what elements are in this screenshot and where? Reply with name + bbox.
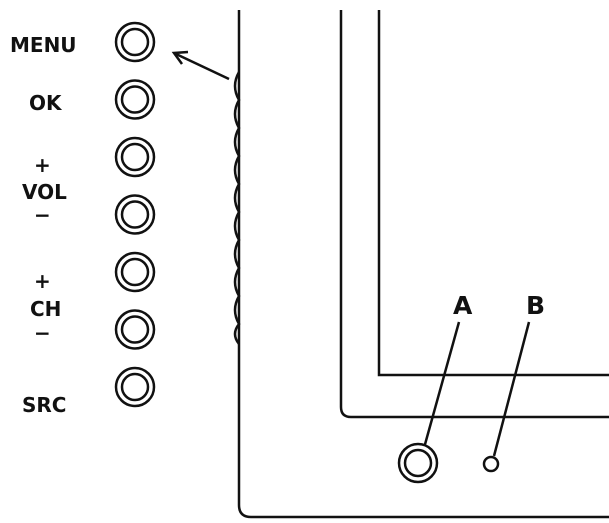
ok-button-inner-ring xyxy=(120,85,150,114)
tv-middle-bezel xyxy=(339,10,609,419)
menu-button[interactable] xyxy=(114,21,156,63)
front-button-a-inner xyxy=(403,448,433,478)
side-button-bumps xyxy=(233,71,241,345)
ch-down-button[interactable] xyxy=(114,309,156,350)
ch-up-button[interactable] xyxy=(114,251,156,293)
src-button[interactable] xyxy=(114,366,156,408)
vol-down-button[interactable] xyxy=(114,194,156,235)
menu-label: MENU xyxy=(10,33,77,57)
callout-a-leader xyxy=(422,321,461,449)
vol-plus-sign: + xyxy=(34,153,51,177)
tv-screen-edge xyxy=(377,10,609,377)
indicator-b xyxy=(482,455,500,473)
src-label: SRC xyxy=(22,393,66,417)
ch-minus-sign: − xyxy=(34,321,51,345)
callout-a-group: A xyxy=(397,291,473,484)
tv-outer-edge xyxy=(237,10,609,519)
ch-label: CH xyxy=(30,297,61,321)
button-column xyxy=(114,21,156,408)
ok-label: OK xyxy=(29,91,63,115)
src-button-inner-ring xyxy=(120,372,150,402)
callout-b-group: B xyxy=(482,291,545,473)
vol-label: VOL xyxy=(22,180,67,204)
vol-up-button-inner-ring xyxy=(120,142,150,172)
ch-down-button-inner-ring xyxy=(120,315,150,344)
callout-b-leader xyxy=(492,321,531,457)
menu-button-inner-ring xyxy=(120,27,150,57)
ok-button[interactable] xyxy=(114,79,156,120)
ch-plus-sign: + xyxy=(34,269,51,293)
callout-b-label: B xyxy=(526,291,545,320)
vol-down-button-inner-ring xyxy=(120,200,150,229)
vol-minus-sign: − xyxy=(34,203,51,227)
tv-frame xyxy=(233,10,609,519)
pointer-arrow xyxy=(171,50,230,81)
vol-up-button[interactable] xyxy=(114,136,156,178)
callout-a-label: A xyxy=(453,291,473,320)
ch-up-button-inner-ring xyxy=(120,257,150,287)
